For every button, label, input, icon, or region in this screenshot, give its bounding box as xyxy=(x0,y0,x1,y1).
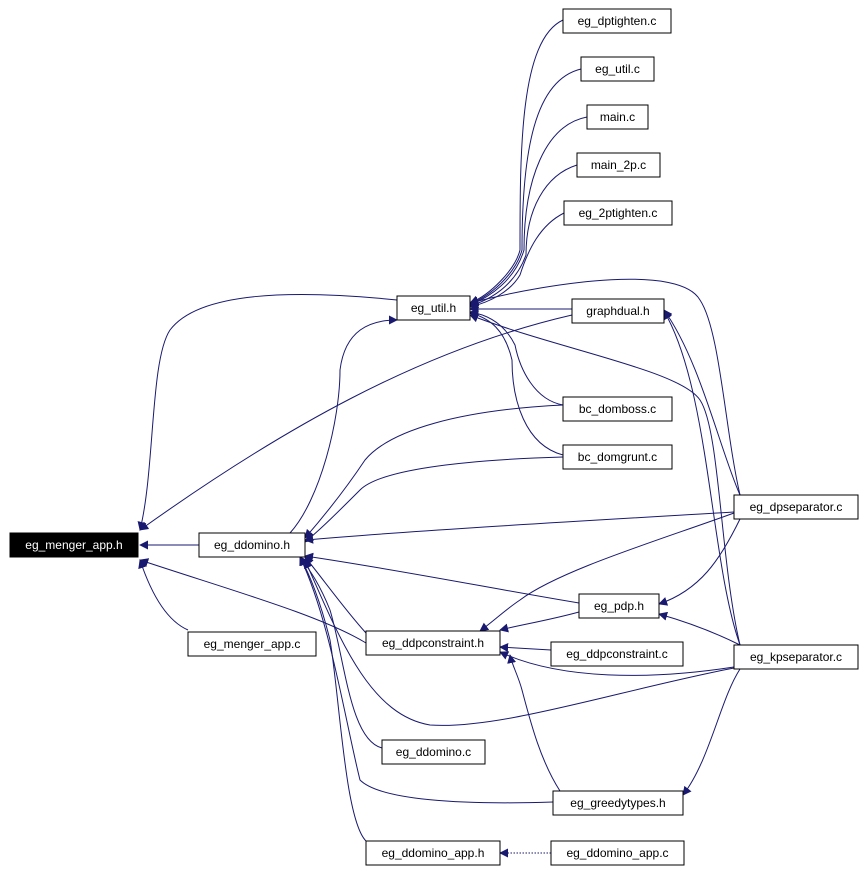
node-ddpconstraint-c[interactable]: eg_ddpconstraint.c xyxy=(550,641,684,667)
node-util-h[interactable]: eg_util.h xyxy=(396,295,471,321)
node-box[interactable] xyxy=(562,8,672,34)
node-label: main.c xyxy=(600,110,635,124)
edge-bc-domboss-c-to-util-h xyxy=(469,308,564,406)
edge-util-h-to-menger-app-h xyxy=(137,293,398,531)
edge-main-2p-c-to-util-h xyxy=(469,164,578,308)
file-nodes: eg_menger_app.h eg_menger_app.c eg_ddomino… xyxy=(9,8,859,866)
edge-greedytypes-h-to-ddomino-h xyxy=(299,556,554,804)
node-menger-app-h[interactable]: eg_menger_app.h xyxy=(9,532,139,558)
node-box[interactable] xyxy=(733,494,859,520)
node-ddomino-h[interactable]: eg_ddomino.h xyxy=(198,532,306,558)
node-box[interactable] xyxy=(396,295,471,321)
node-ddpconstraint-h[interactable]: eg_ddpconstraint.h xyxy=(365,630,501,656)
node-ddomino-app-h[interactable]: eg_ddomino_app.h xyxy=(365,840,501,866)
edge-ptighten2-c-to-util-h xyxy=(469,212,565,310)
edge-dpseparator-c-to-ddpconstraint-h xyxy=(479,512,735,632)
node-label: eg_pdp.h xyxy=(594,599,644,613)
node-box[interactable] xyxy=(578,593,660,619)
node-box[interactable] xyxy=(571,298,665,324)
node-box[interactable] xyxy=(550,641,684,667)
node-label: eg_dpseparator.c xyxy=(750,500,843,514)
node-graphdual-h[interactable]: graphdual.h xyxy=(571,298,665,324)
node-box[interactable] xyxy=(580,56,655,82)
edge-ddomino-app-h-to-ddomino-h xyxy=(299,556,367,842)
node-label: eg_util.h xyxy=(411,301,456,315)
node-box[interactable] xyxy=(733,644,859,670)
node-label: eg_ddomino_app.c xyxy=(566,846,668,860)
node-label: bc_domgrunt.c xyxy=(578,450,657,464)
dependency-edges xyxy=(137,19,741,858)
edge-kpseparator-c-to-ddomino-h xyxy=(304,559,735,726)
node-box[interactable] xyxy=(198,532,306,558)
node-dptighten-c[interactable]: eg_dptighten.c xyxy=(562,8,672,34)
node-menger-app-c[interactable]: eg_menger_app.c xyxy=(187,631,317,657)
node-box[interactable] xyxy=(563,200,673,226)
node-box[interactable] xyxy=(381,739,486,765)
node-box[interactable] xyxy=(550,840,685,866)
edge-util-c-to-util-h xyxy=(469,68,582,306)
edge-dpseparator-c-to-ddomino-h xyxy=(304,511,735,544)
node-box[interactable] xyxy=(552,790,684,816)
node-label: main_2p.c xyxy=(591,158,646,172)
node-ddomino-c[interactable]: eg_ddomino.c xyxy=(381,739,486,765)
node-box[interactable] xyxy=(562,444,673,470)
node-label: eg_ddomino.c xyxy=(396,745,471,759)
node-pdp-h[interactable]: eg_pdp.h xyxy=(578,593,660,619)
edge-dpseparator-c-to-graphdual-h xyxy=(663,309,741,496)
node-label: bc_domboss.c xyxy=(579,402,656,416)
node-label: graphdual.h xyxy=(586,304,649,318)
node-box[interactable] xyxy=(586,104,649,130)
edge-kpseparator-c-to-graphdual-h xyxy=(663,310,741,646)
node-ddomino-app-c[interactable]: eg_ddomino_app.c xyxy=(550,840,685,866)
edge-dptighten-c-to-util-h xyxy=(469,19,564,305)
node-label: eg_greedytypes.h xyxy=(570,796,665,810)
node-util-c[interactable]: eg_util.c xyxy=(580,56,655,82)
edge-pdp-h-to-ddomino-h xyxy=(304,552,580,604)
edge-greedytypes-h-to-ddpconstraint-h xyxy=(507,654,561,792)
edge-kpseparator-c-to-ddpconstraint-h xyxy=(499,651,735,676)
edge-ddpconstraint-h-to-menger-app-h xyxy=(139,558,367,644)
edge-kpseparator-c-to-greedytypes-h xyxy=(682,668,741,796)
edge-kpseparator-c-to-pdp-h xyxy=(658,611,741,646)
node-box[interactable] xyxy=(9,532,139,558)
edge-ddomino-c-to-ddomino-h xyxy=(299,556,383,749)
edge-main-c-to-util-h xyxy=(469,116,588,307)
node-label: eg_ddomino_app.h xyxy=(382,846,485,860)
node-dpseparator-c[interactable]: eg_dpseparator.c xyxy=(733,494,859,520)
edge-ddomino-h-to-util-h xyxy=(289,315,398,534)
node-bc-domboss-c[interactable]: bc_domboss.c xyxy=(562,396,673,422)
node-box[interactable] xyxy=(576,152,661,178)
edge-kpseparator-c-to-util-h xyxy=(469,313,741,646)
node-label: eg_kpseparator.c xyxy=(750,650,842,664)
node-box[interactable] xyxy=(187,631,317,657)
node-box[interactable] xyxy=(365,840,501,866)
node-greedytypes-h[interactable]: eg_greedytypes.h xyxy=(552,790,684,816)
node-label: eg_util.c xyxy=(595,62,640,76)
node-label: eg_menger_app.c xyxy=(204,637,301,651)
edge-ddpconstraint-c-to-ddpconstraint-h xyxy=(499,642,552,652)
node-label: eg_2ptighten.c xyxy=(579,206,658,220)
node-box[interactable] xyxy=(562,396,673,422)
node-box[interactable] xyxy=(365,630,501,656)
node-kpseparator-c[interactable]: eg_kpseparator.c xyxy=(733,644,859,670)
edge-dpseparator-c-to-util-h xyxy=(469,278,741,496)
node-label: eg_ddpconstraint.h xyxy=(382,636,484,650)
node-label: eg_ddpconstraint.c xyxy=(566,647,667,661)
edge-menger-app-c-to-menger-app-h xyxy=(138,559,189,631)
node-label: eg_ddomino.h xyxy=(214,538,290,552)
edge-bc-domgrunt-c-to-ddomino-h xyxy=(304,456,564,543)
edge-dpseparator-c-to-pdp-h xyxy=(658,518,741,606)
node-main-c[interactable]: main.c xyxy=(586,104,649,130)
edge-bc-domgrunt-c-to-util-h xyxy=(469,310,564,456)
edge-pdp-h-to-ddpconstraint-h xyxy=(499,611,580,633)
edge-graphdual-h-to-menger-app-h xyxy=(139,314,573,531)
node-label: eg_menger_app.h xyxy=(25,538,122,552)
node-bc-domgrunt-c[interactable]: bc_domgrunt.c xyxy=(562,444,673,470)
node-main-2p-c[interactable]: main_2p.c xyxy=(576,152,661,178)
edge-ddpconstraint-h-to-ddomino-h xyxy=(304,556,367,634)
node-label: eg_dptighten.c xyxy=(578,14,657,28)
edge-bc-domboss-c-to-ddomino-h xyxy=(304,404,564,539)
node-ptighten2-c[interactable]: eg_2ptighten.c xyxy=(563,200,673,226)
